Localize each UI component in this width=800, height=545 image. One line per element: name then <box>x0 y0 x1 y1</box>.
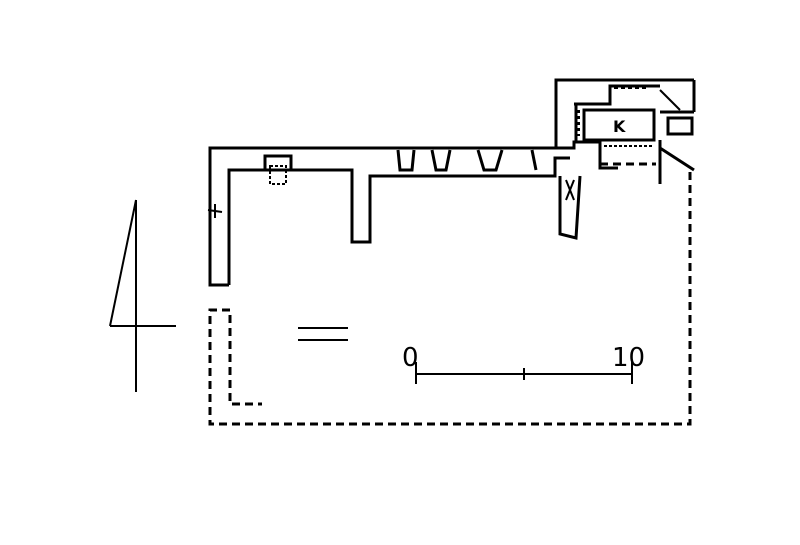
scale-end-label: 10 <box>612 343 645 373</box>
building-walls <box>208 78 696 287</box>
plan-details <box>207 87 681 218</box>
double-line-symbol <box>298 327 348 341</box>
room-label: K <box>613 117 626 136</box>
reconstructed-outline <box>208 162 692 426</box>
scale-bar <box>415 362 633 384</box>
scale-start-label: 0 <box>402 343 419 373</box>
north-arrow-icon <box>109 199 176 392</box>
